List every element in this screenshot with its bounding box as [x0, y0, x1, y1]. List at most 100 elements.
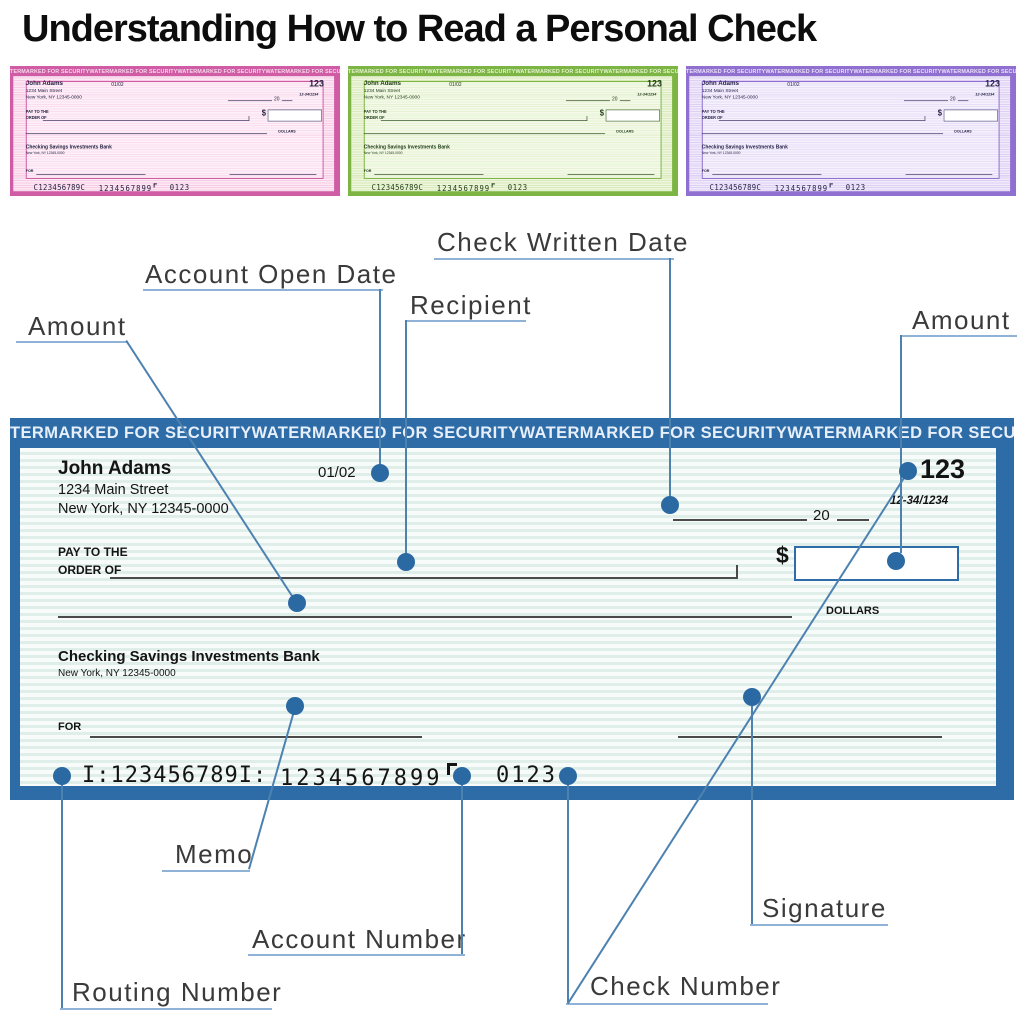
dollar-sign: $	[599, 108, 604, 118]
pay-to-label: PAY TO THE	[363, 109, 387, 114]
year-prefix: 20	[273, 96, 280, 103]
year-prefix: 20	[611, 96, 618, 103]
banner-text: TERMARKED FOR SECURITY	[348, 67, 428, 74]
pay-to-label: ORDER OF	[363, 115, 385, 121]
amount-box	[794, 546, 959, 581]
mini-check-green: TERMARKED FOR SECURITY WATERMARKED FOR S…	[348, 66, 679, 196]
written-date: 01/02	[787, 81, 800, 88]
memo-line	[36, 174, 146, 175]
callout-underline	[60, 1008, 272, 1010]
security-banner: TERMARKED FOR SECURITY WATERMARKED FOR S…	[348, 66, 679, 77]
banner-text: WATERMARKED FOR SECURITY	[853, 67, 942, 74]
connector-check-written-date	[669, 258, 671, 499]
dot-check-number-micr	[559, 767, 577, 785]
date-line	[565, 100, 610, 102]
fraction-code: 12-34/1234	[890, 495, 949, 507]
written-amount-line	[363, 133, 606, 135]
callout-underline	[434, 258, 674, 260]
security-banner: TERMARKED FOR SECURITY WATERMARKED FOR S…	[686, 66, 1017, 77]
bank-name: Checking Savings Investments Bank	[363, 144, 450, 151]
micr-check-number: 0123	[169, 183, 190, 192]
mini-check-face: TERMARKED FOR SECURITY WATERMARKED FOR S…	[686, 66, 1017, 196]
payer-address: New York, NY 12345-0000	[363, 94, 420, 100]
banner-text: TERMARKED FOR SECURITY	[686, 67, 766, 74]
dot-signature	[743, 688, 761, 706]
callout-underline	[162, 870, 250, 872]
micr-check-number: 0123	[845, 183, 866, 192]
payer-address: 1234 Main Street	[58, 482, 169, 498]
payer-address: New York, NY 12345-0000	[25, 94, 82, 100]
bank-address: New York, NY 12345-0000	[25, 151, 65, 155]
micr-routing: I:123456789I:	[82, 763, 268, 788]
dot-account-open-date	[371, 464, 389, 482]
payer-name: John Adams	[58, 458, 172, 479]
dot-amount-box	[887, 552, 905, 570]
memo-line	[374, 174, 484, 175]
payee-line	[718, 120, 926, 121]
payee-line	[42, 120, 250, 121]
memo-label: FOR	[25, 169, 34, 174]
callout-account-open-date: Account Open Date	[145, 259, 398, 289]
memo-label: FOR	[363, 169, 372, 174]
mini-check-purple: TERMARKED FOR SECURITY WATERMARKED FOR S…	[686, 66, 1017, 196]
memo-line	[712, 174, 822, 175]
year-prefix: 20	[949, 96, 956, 103]
date-line	[903, 100, 948, 102]
date-line	[281, 100, 293, 102]
micr-on-us-icon	[153, 183, 158, 188]
fraction-code: 12-34/1234	[637, 92, 657, 97]
memo-line	[90, 736, 422, 738]
memo-label: FOR	[701, 169, 710, 174]
written-amount-line	[701, 133, 944, 135]
callout-account-number: Account Number	[252, 924, 467, 954]
banner-text: WATERMARKED FOR SECU	[265, 67, 341, 74]
dot-routing-number	[53, 767, 71, 785]
dot-check-written-date	[661, 496, 679, 514]
dot-recipient	[397, 553, 415, 571]
date-line	[673, 519, 807, 521]
callout-signature: Signature	[762, 893, 887, 923]
micr-account-digits: 1234567899	[98, 184, 153, 193]
dollars-label: DOLLARS	[954, 129, 972, 134]
mini-check-face: TERMARKED FOR SECURITY WATERMARKED FOR S…	[348, 66, 679, 196]
banner-text: WATERMARKED FOR SECURITY	[515, 67, 604, 74]
connector-account-number	[461, 783, 463, 954]
micr-account-digits: 1234567899	[774, 184, 829, 193]
callout-check-written-date: Check Written Date	[437, 227, 689, 257]
payer-address: 1234 Main Street	[363, 87, 401, 94]
check-number-value: 123	[920, 454, 966, 484]
page-title: Understanding How to Read a Personal Che…	[22, 8, 817, 50]
check-number-value: 123	[985, 78, 1000, 89]
payer-address: 1234 Main Street	[25, 87, 63, 94]
amount-box	[267, 109, 322, 122]
payee-line-tick	[248, 116, 250, 121]
dot-amount-written	[288, 594, 306, 612]
payee-line-tick	[586, 116, 588, 121]
payee-line	[380, 120, 588, 121]
check-inner-panel	[701, 80, 1000, 179]
security-banner: TERMARKED FOR SECURITY WATERMARKED FOR S…	[10, 66, 341, 77]
date-line	[227, 100, 272, 102]
bank-address: New York, NY 12345-0000	[58, 668, 176, 679]
dot-check-number-top	[899, 462, 917, 480]
payer-name: John Adams	[363, 79, 402, 87]
amount-box	[943, 109, 998, 122]
micr-routing: C123456789C	[371, 183, 424, 192]
banner-text: TERMARKED FOR SECURITY	[10, 67, 90, 74]
dollars-label: DOLLARS	[616, 129, 634, 134]
micr-on-us-icon	[829, 183, 834, 188]
mini-check-face: TERMARKED FOR SECURITY WATERMARKED FOR S…	[10, 66, 341, 196]
fraction-code: 12-34/1234	[975, 92, 995, 97]
signature-line	[678, 736, 942, 738]
pay-to-label: ORDER OF	[25, 115, 47, 121]
check-number-value: 123	[309, 78, 324, 89]
check-inner-panel	[25, 80, 324, 179]
payee-line-tick	[924, 116, 926, 121]
callout-underline	[406, 320, 526, 322]
banner-text: WATERMARKED FOR SECURITY	[427, 67, 516, 74]
written-date: 01/02	[111, 81, 124, 88]
callout-routing-number: Routing Number	[72, 977, 283, 1007]
connector-amount-right	[900, 335, 902, 553]
callout-underline	[750, 924, 888, 926]
